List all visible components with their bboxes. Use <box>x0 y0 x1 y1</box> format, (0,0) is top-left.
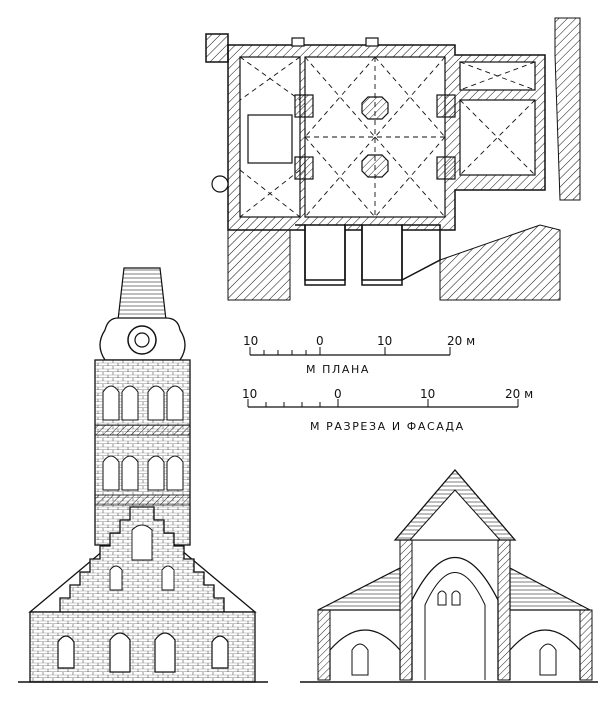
plan-scale-tick-4: 20 м <box>447 334 475 348</box>
scale-bar-plan: 10 0 10 20 м М ПЛАНА <box>243 334 475 376</box>
section-scale-tick-2: 0 <box>334 387 342 401</box>
section-scale-tick-1: 10 <box>242 387 257 401</box>
plan-scale-tick-2: 0 <box>316 334 324 348</box>
plan-corner-block <box>205 33 229 63</box>
section-scale-caption: М РАЗРЕЗА И ФАСАДА <box>310 420 465 433</box>
facade-tower-windows-lower <box>102 455 184 491</box>
facade-frieze-1 <box>94 424 191 436</box>
facade-frieze-2 <box>94 494 191 506</box>
section-right-outer-wall <box>579 609 593 681</box>
church-facade <box>18 267 268 683</box>
plan-annex-room-2 <box>361 224 403 281</box>
plan-annex-room-1 <box>304 224 346 281</box>
section-nave-rib <box>424 572 486 680</box>
church-floor-plan <box>205 17 581 301</box>
plan-scale-tick-3: 10 <box>377 334 392 348</box>
facade-lower-windows <box>57 632 229 673</box>
facade-clock-inner <box>134 332 150 348</box>
plan-annex-walls <box>295 224 441 286</box>
plan-scale-caption: М ПЛАНА <box>306 363 370 376</box>
section-roof-inner <box>408 489 502 541</box>
facade-tower-windows-upper <box>102 385 184 421</box>
plan-buttress-1 <box>291 37 305 47</box>
plan-tower-inner <box>247 114 293 164</box>
section-nave-left-wall <box>399 539 413 681</box>
plan-buttress-2 <box>365 37 379 47</box>
section-scale-tick-4: 20 м <box>505 387 533 401</box>
plan-vault-lines <box>239 56 536 218</box>
plan-chapel-bottom <box>459 99 536 176</box>
facade-gable-niches <box>109 524 175 591</box>
plan-stair-turret <box>211 175 229 193</box>
plan-lower-annex <box>227 229 291 301</box>
section-nave-right-wall <box>497 539 511 681</box>
scale-bar-section-facade: 10 0 10 20 м М РАЗРЕЗА И ФАСАДА <box>242 387 533 433</box>
section-scale-tick-3: 10 <box>420 387 435 401</box>
section-right-aisle-roof <box>509 567 591 611</box>
section-right-aisle-window <box>539 643 557 676</box>
facade-spire <box>117 267 167 321</box>
plan-pillars <box>294 94 456 180</box>
section-left-aisle-roof <box>317 567 401 611</box>
church-section <box>300 469 598 683</box>
section-clerestory-windows <box>437 590 461 606</box>
plan-scale-tick-1: 10 <box>243 334 258 348</box>
section-left-outer-wall <box>317 609 331 681</box>
plan-adjoining-lot <box>439 224 561 301</box>
section-left-aisle-window <box>351 643 369 676</box>
plan-adjoining-building <box>554 17 581 201</box>
